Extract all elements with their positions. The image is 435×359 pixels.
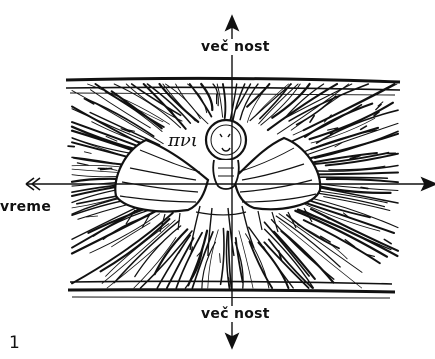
ray-stroke bbox=[233, 84, 245, 121]
ray-stroke bbox=[223, 84, 225, 118]
ray-flick bbox=[384, 239, 391, 243]
ray-stroke bbox=[114, 84, 180, 128]
ray-stroke bbox=[190, 84, 212, 117]
ray-stroke bbox=[318, 177, 388, 178]
ray-flick bbox=[84, 152, 91, 154]
ray-flick bbox=[68, 146, 74, 147]
right-wing bbox=[234, 138, 320, 232]
ray-stroke bbox=[141, 231, 193, 288]
ray-stroke bbox=[327, 179, 398, 182]
left-wing bbox=[115, 140, 208, 232]
ray-flick bbox=[77, 163, 88, 165]
ray-flick bbox=[101, 168, 112, 169]
tail-feathers bbox=[190, 206, 254, 256]
ray-stroke bbox=[261, 84, 300, 125]
ray-stroke bbox=[188, 231, 207, 286]
ray-stroke bbox=[221, 229, 224, 285]
ray-flick bbox=[361, 188, 368, 189]
ray-stroke bbox=[236, 238, 243, 282]
figure-number: 1 bbox=[9, 335, 20, 352]
ray-stroke bbox=[166, 84, 201, 119]
ray-flick bbox=[220, 254, 221, 263]
ray-stroke bbox=[297, 123, 398, 158]
ray-flick bbox=[361, 126, 367, 129]
horizontal-axis-label: vreme bbox=[0, 199, 53, 215]
ray-stroke bbox=[311, 128, 378, 149]
inscription-text: πνι bbox=[167, 130, 198, 151]
ray-stroke bbox=[318, 166, 398, 172]
vertical-axis-bottom-label: več nost bbox=[199, 306, 272, 322]
vertical-axis-top-label: več nost bbox=[199, 39, 272, 55]
ray-stroke bbox=[112, 223, 151, 247]
top-border bbox=[66, 78, 400, 95]
ray-stroke bbox=[155, 229, 188, 274]
